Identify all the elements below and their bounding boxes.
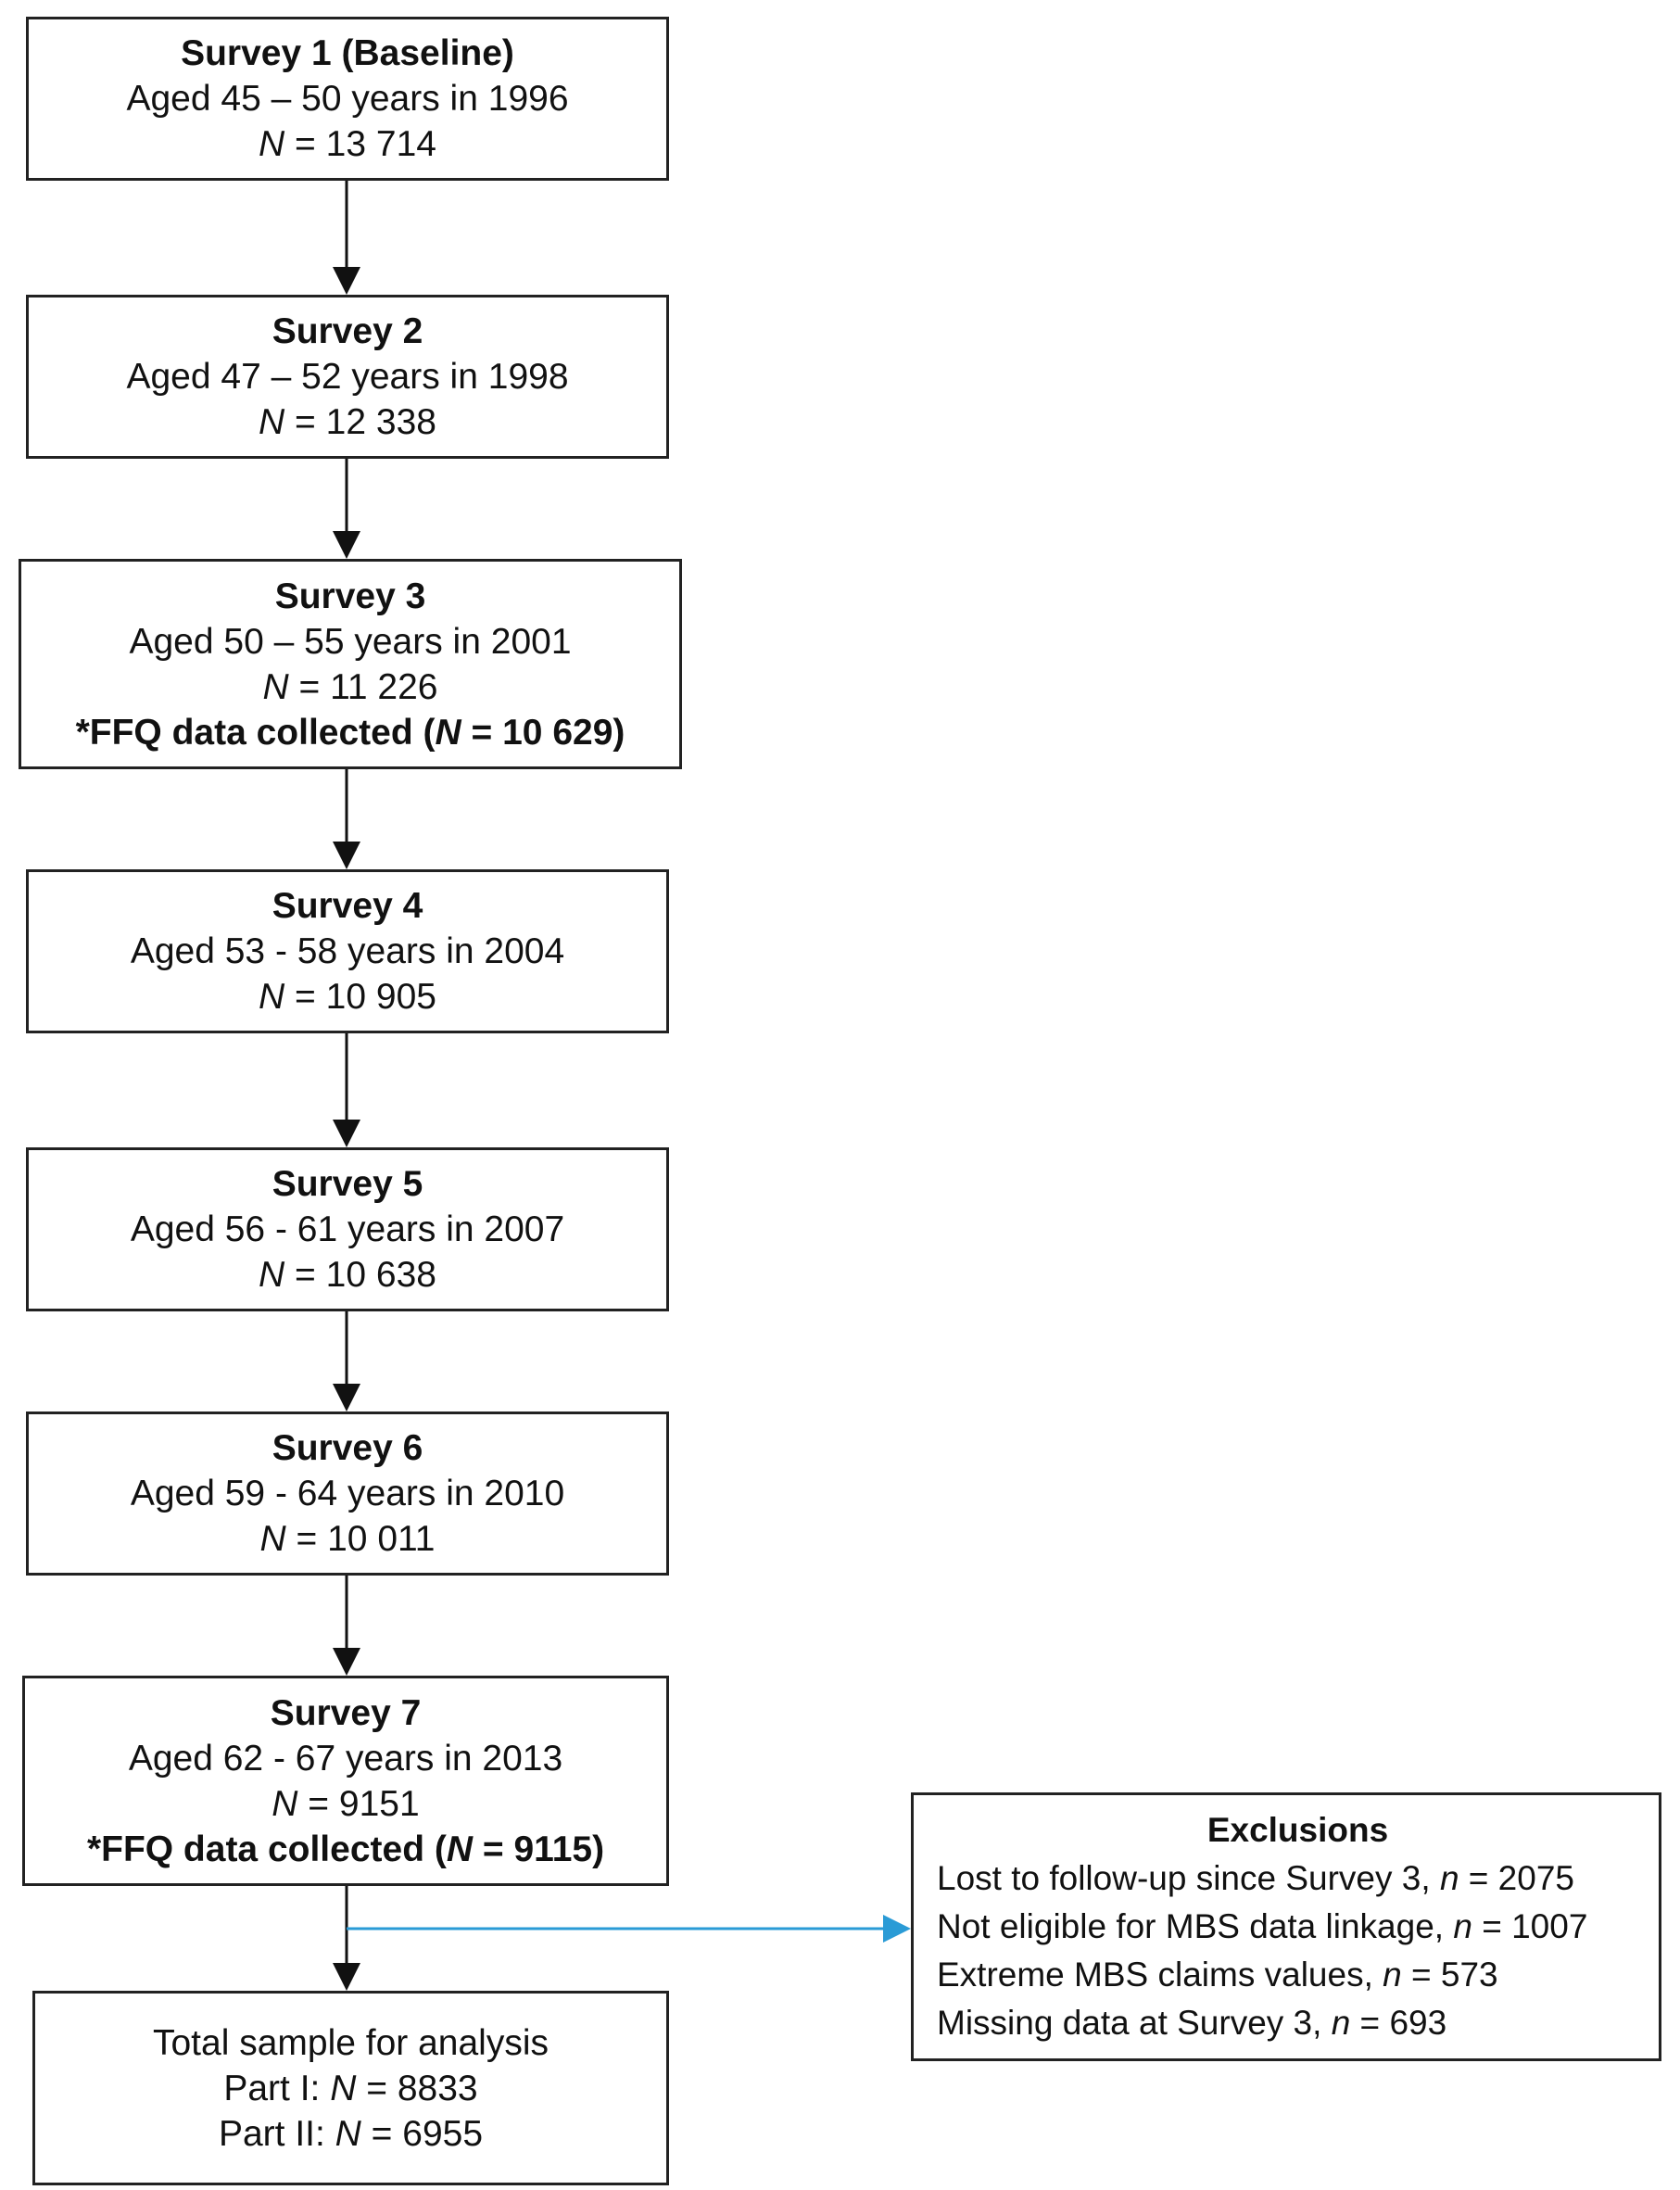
n-symbol: N (259, 977, 285, 1017)
ffq-value: = 10 629) (461, 712, 625, 753)
n-symbol: N (435, 712, 461, 753)
survey-2-box: Survey 2 Aged 47 – 52 years in 1998 N = … (26, 295, 669, 459)
n-symbol: n (1383, 1956, 1402, 1994)
exclusion-item: Missing data at Survey 3, n = 693 (937, 1999, 1446, 2047)
n-symbol: n (1439, 1859, 1459, 1897)
survey-6-n: N = 10 011 (259, 1516, 435, 1562)
exclusion-count: = 693 (1350, 2004, 1447, 2042)
survey-4-box: Survey 4 Aged 53 - 58 years in 2004 N = … (26, 869, 669, 1033)
survey-3-box: Survey 3 Aged 50 – 55 years in 2001 N = … (19, 559, 682, 769)
ffq-prefix: *FFQ data collected ( (86, 1829, 447, 1869)
exclusions-title: Exclusions (1206, 1811, 1389, 1849)
survey-5-box: Survey 5 Aged 56 - 61 years in 2007 N = … (26, 1147, 669, 1311)
survey-4-title: Survey 4 (272, 886, 423, 926)
survey-1-title: Survey 1 (Baseline) (181, 33, 514, 73)
exclusion-item: Lost to follow-up since Survey 3, n = 20… (937, 1855, 1574, 1903)
n-symbol: N (259, 1519, 286, 1559)
n-symbol: N (335, 2113, 361, 2154)
survey-3-n: N = 11 226 (262, 665, 437, 710)
exclusion-count: = 1007 (1472, 1907, 1588, 1945)
exclusion-item: Extreme MBS claims values, n = 573 (937, 1951, 1498, 1999)
n-symbol: N (446, 1829, 474, 1869)
n-value: = 11 226 (288, 666, 438, 707)
n-symbol: n (1331, 2004, 1351, 2042)
exclusion-text: Extreme MBS claims values, (937, 1956, 1383, 1994)
survey-2-title: Survey 2 (272, 311, 423, 351)
part-1-prefix: Part I: (223, 2068, 331, 2108)
ffq-value: = 9115) (473, 1829, 605, 1869)
n-symbol: N (259, 402, 285, 442)
survey-7-title: Survey 7 (270, 1692, 422, 1733)
survey-6-title: Survey 6 (272, 1428, 423, 1468)
n-symbol: N (259, 1255, 285, 1295)
n-symbol: N (262, 666, 289, 707)
part-1-sample: Part I: N = 8833 (223, 2066, 477, 2111)
part-2-value: = 6955 (360, 2113, 484, 2154)
survey-7-box: Survey 7 Aged 62 - 67 years in 2013 N = … (22, 1676, 669, 1886)
survey-1-box: Survey 1 (Baseline) Aged 45 – 50 years i… (26, 17, 669, 181)
total-sample-box: Total sample for analysis Part I: N = 88… (32, 1991, 669, 2185)
survey-2-age: Aged 47 – 52 years in 1998 (126, 357, 569, 397)
exclusion-text: Missing data at Survey 3, (937, 2004, 1332, 2042)
total-sample-title: Total sample for analysis (152, 2022, 549, 2063)
survey-3-ffq-note: *FFQ data collected (N = 10 629) (76, 710, 625, 755)
exclusion-item: Not eligible for MBS data linkage, n = 1… (937, 1903, 1587, 1951)
exclusion-count: = 573 (1401, 1956, 1498, 1994)
n-value: = 12 338 (284, 402, 436, 442)
survey-7-age: Aged 62 - 67 years in 2013 (128, 1738, 563, 1779)
survey-1-n: N = 13 714 (259, 121, 436, 167)
n-symbol: N (259, 124, 285, 164)
ffq-prefix: *FFQ data collected ( (75, 712, 436, 753)
exclusion-count: = 2075 (1459, 1859, 1574, 1897)
n-value: = 13 714 (284, 124, 436, 164)
part-1-value: = 8833 (356, 2068, 478, 2108)
n-symbol: n (1453, 1907, 1472, 1945)
survey-4-n: N = 10 905 (259, 974, 436, 1019)
part-2-prefix: Part II: (218, 2113, 335, 2154)
survey-5-n: N = 10 638 (259, 1252, 436, 1298)
survey-6-box: Survey 6 Aged 59 - 64 years in 2010 N = … (26, 1411, 669, 1576)
survey-3-title: Survey 3 (274, 576, 426, 616)
survey-7-ffq-note: *FFQ data collected (N = 9115) (87, 1827, 604, 1872)
n-symbol: N (330, 2068, 357, 2108)
n-value: = 10 011 (285, 1519, 436, 1559)
survey-1-age: Aged 45 – 50 years in 1996 (126, 79, 569, 119)
survey-4-age: Aged 53 - 58 years in 2004 (130, 931, 565, 971)
survey-5-title: Survey 5 (272, 1164, 423, 1204)
survey-5-age: Aged 56 - 61 years in 2007 (130, 1209, 565, 1249)
n-value: = 10 905 (284, 977, 436, 1017)
n-value: = 10 638 (284, 1255, 436, 1295)
part-2-sample: Part II: N = 6955 (219, 2111, 483, 2157)
survey-2-n: N = 12 338 (259, 399, 436, 445)
exclusions-box: Exclusions Lost to follow-up since Surve… (911, 1792, 1661, 2061)
n-symbol: N (272, 1783, 298, 1824)
n-value: = 9151 (297, 1783, 420, 1824)
survey-6-age: Aged 59 - 64 years in 2010 (130, 1474, 565, 1513)
exclusion-text: Not eligible for MBS data linkage, (937, 1907, 1454, 1945)
survey-7-n: N = 9151 (272, 1781, 419, 1827)
exclusion-text: Lost to follow-up since Survey 3, (937, 1859, 1440, 1897)
survey-3-age: Aged 50 – 55 years in 2001 (129, 621, 572, 662)
